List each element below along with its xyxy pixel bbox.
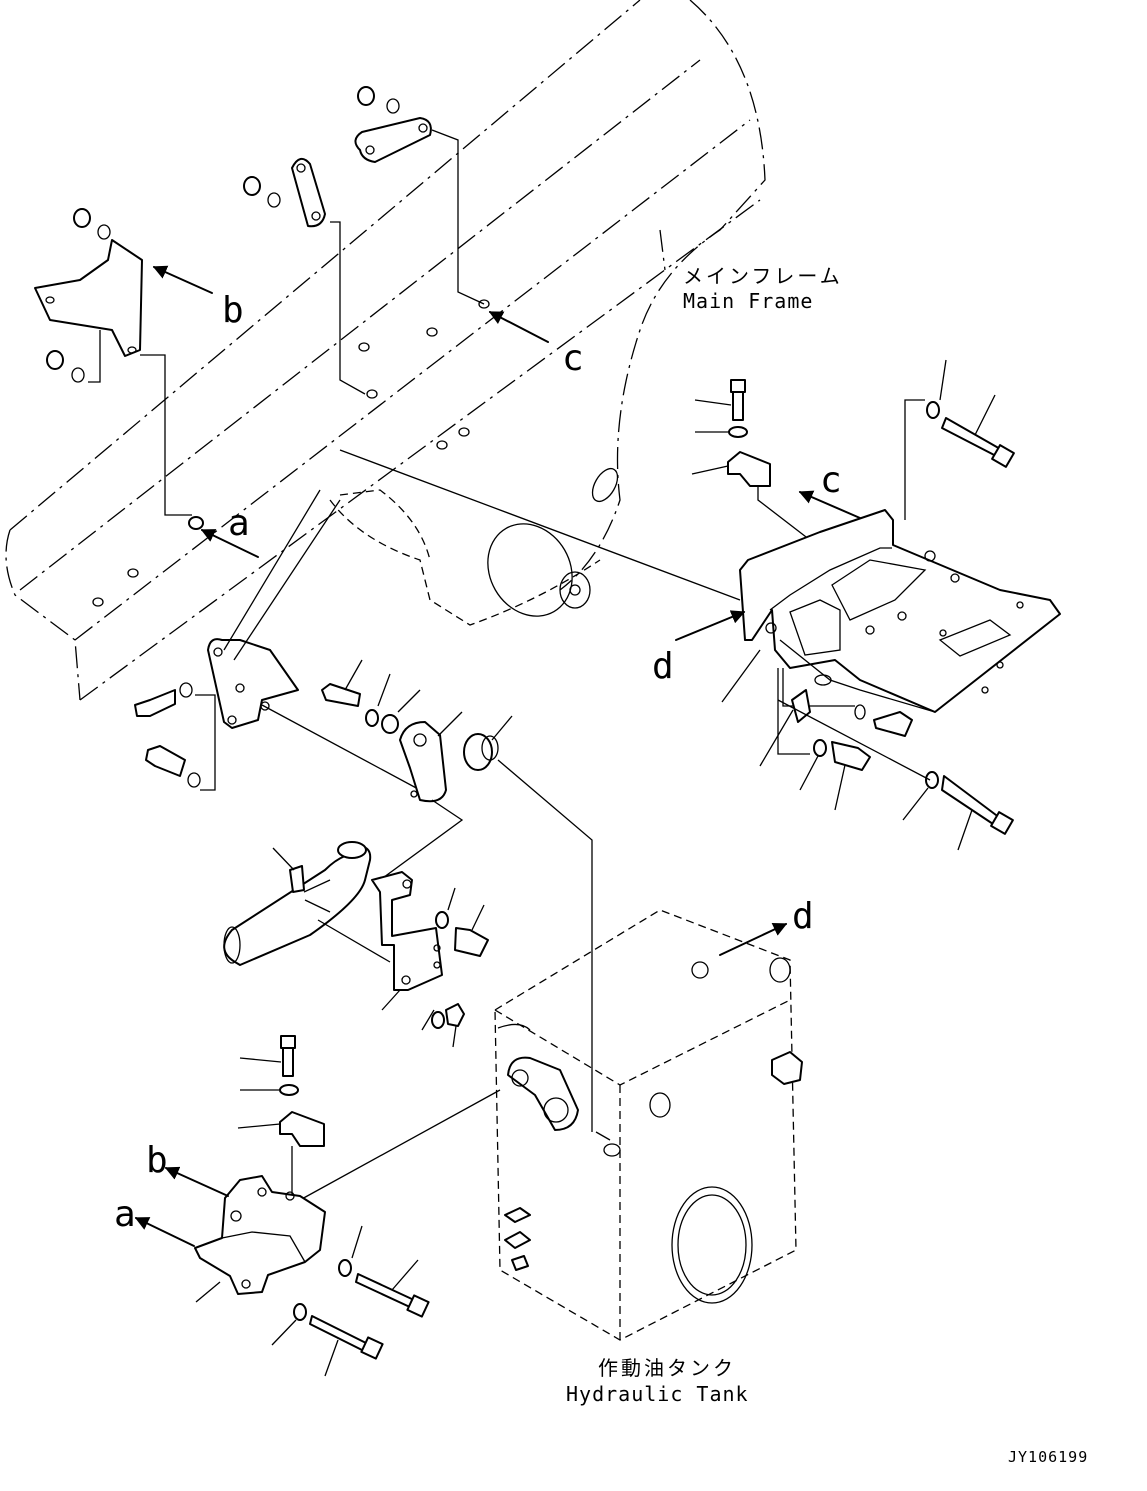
reference-letter-b-lower: b [146, 1140, 168, 1181]
bracket-b-top [34, 208, 192, 516]
main-frame-label: メインフレーム Main Frame [683, 264, 843, 313]
hydraulic-tank-label-en: Hydraulic Tank [566, 1382, 749, 1406]
reference-letter-b: b [222, 290, 244, 331]
main-frame-outline [5, 0, 766, 701]
link-plate-2 [354, 86, 485, 305]
reference-arrow-c-top: c [488, 311, 584, 379]
reference-letter-a-lower: a [114, 1194, 136, 1235]
frame-holes [92, 299, 490, 607]
reference-letter-c-right: c [820, 460, 842, 501]
damper-mount [321, 659, 593, 1132]
drawing-number: JY106199 [1008, 1448, 1088, 1466]
reference-letter-d-tank: d [792, 896, 814, 937]
reference-letter-a: a [228, 503, 250, 544]
reference-letter-d-right: d [652, 646, 674, 687]
left-mid-bracket [134, 489, 421, 791]
hydraulic-tank-label-jp: 作動油タンク [598, 1356, 736, 1380]
reference-arrow-b-top: b [152, 265, 244, 331]
link-plate-1 [243, 157, 366, 395]
reference-letter-c: c [562, 338, 584, 379]
right-bracket-assembly: c d [339, 359, 1061, 851]
main-frame-label-en: Main Frame [683, 289, 813, 313]
hydraulic-tank: 作動油タンク Hydraulic Tank d [299, 896, 814, 1406]
lower-left-bracket: b a [114, 1035, 430, 1377]
main-frame-label-jp: メインフレーム [683, 264, 843, 288]
hose-clamp-assembly [223, 841, 489, 1048]
reference-arrow-a-top: a [188, 503, 259, 558]
